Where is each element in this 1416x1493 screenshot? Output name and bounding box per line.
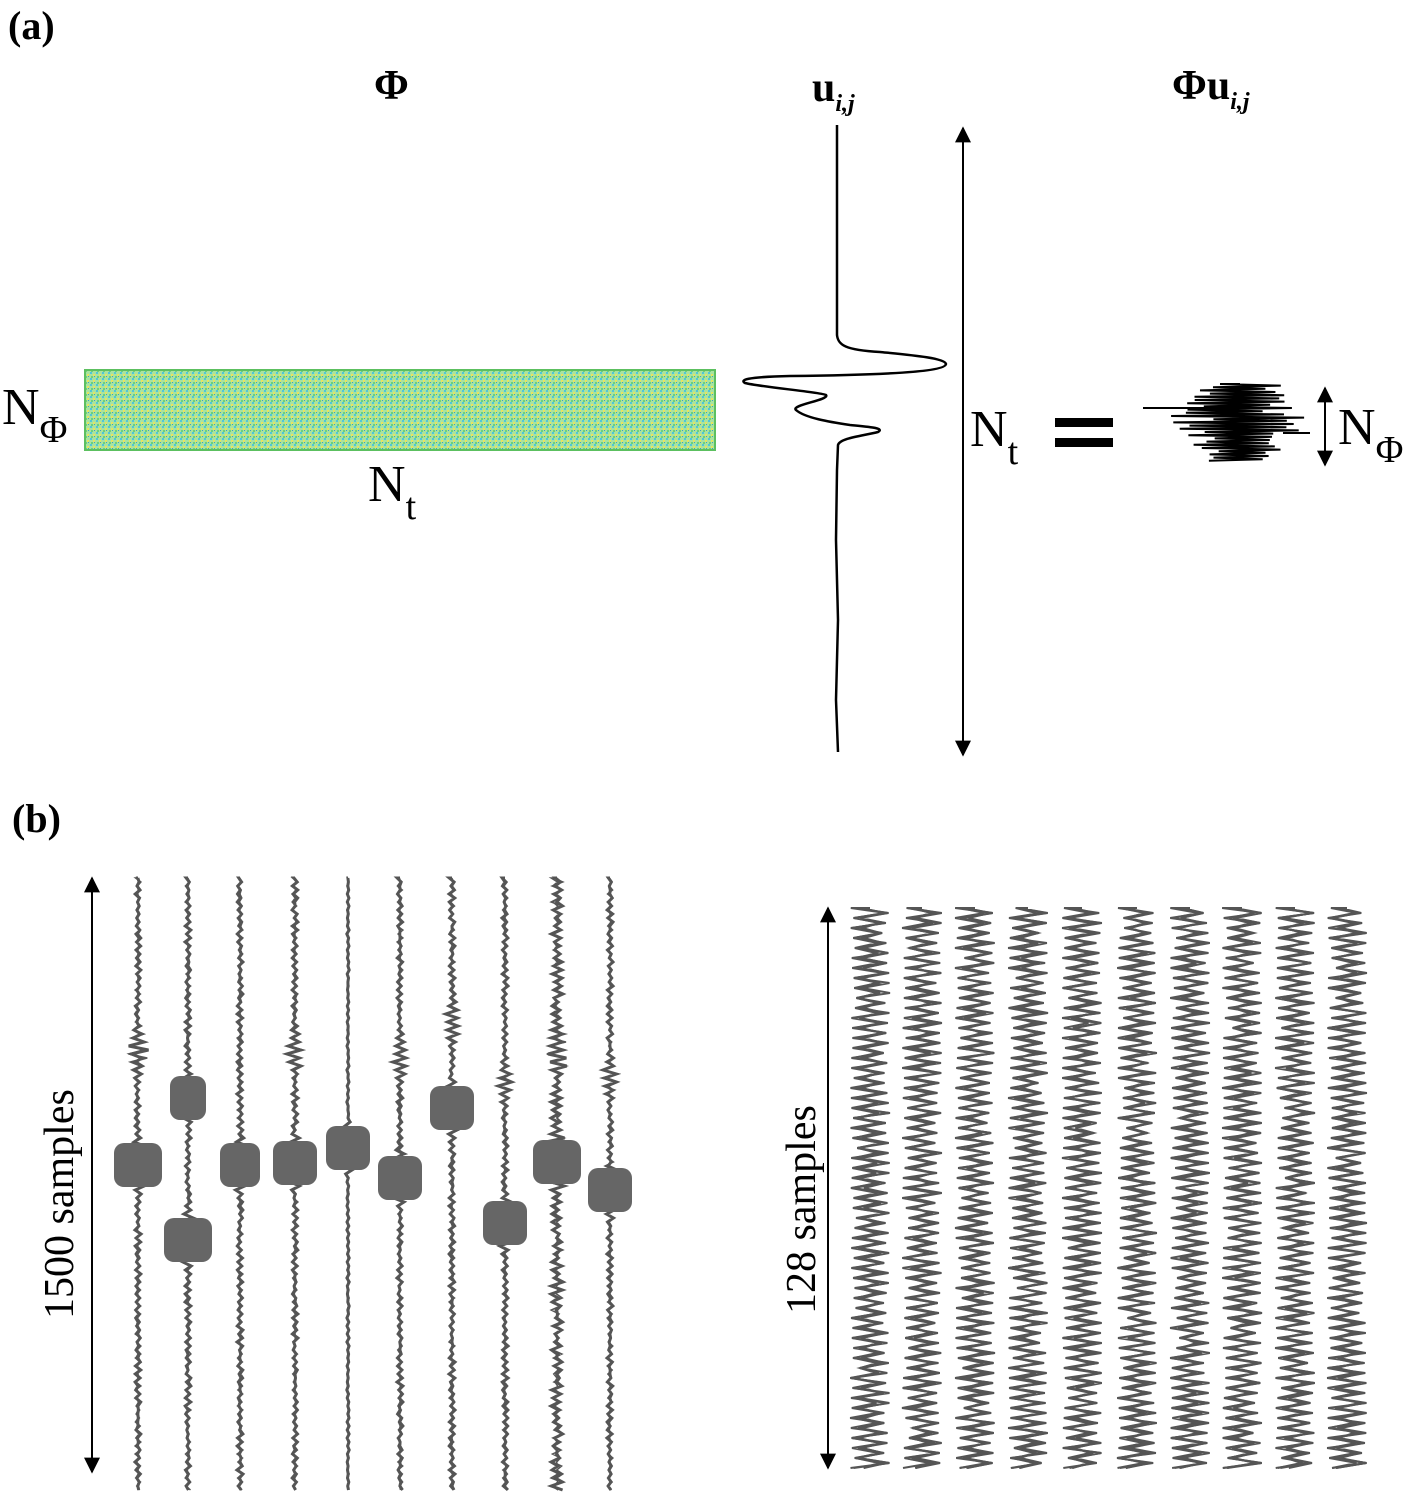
result-length-label: NΦ	[1338, 398, 1403, 471]
phiu-symbol: Φu	[1172, 63, 1231, 109]
trace-line	[438, 877, 464, 1491]
n-letter: N	[2, 379, 40, 436]
event-blob	[114, 1143, 162, 1187]
trace-line	[174, 877, 204, 1491]
t-subscript: t	[1007, 431, 1019, 473]
event-blob	[326, 1126, 370, 1170]
u-vector-title: ui,j	[812, 64, 855, 117]
trace-gather	[533, 876, 581, 1492]
compressed-trace-line	[1007, 907, 1049, 1469]
compressed-trace-gather	[1061, 907, 1103, 1469]
trace-gather	[483, 876, 527, 1492]
n-letter: N	[970, 401, 1008, 458]
trace-line	[335, 876, 366, 1491]
compressed-trace-line	[850, 907, 891, 1469]
event-blob	[483, 1201, 527, 1245]
compressed-trace-gather	[1116, 907, 1158, 1469]
event-blob	[273, 1141, 317, 1185]
compressed-trace-line	[1061, 907, 1103, 1469]
panel-b-label: (b)	[12, 796, 61, 841]
vector-length-label: Nt	[970, 400, 1018, 473]
n-letter: N	[368, 456, 406, 513]
trace-gather	[164, 876, 212, 1491]
u-symbol: u	[812, 65, 836, 111]
compressed-trace-gather	[849, 907, 891, 1469]
event-blob	[533, 1140, 581, 1184]
compressed-trace-gather	[1274, 907, 1316, 1469]
event-blob	[170, 1076, 206, 1120]
compressed-trace-gather	[1326, 907, 1368, 1469]
matrix-cols-label: Nt	[368, 455, 416, 528]
phi-matrix	[84, 369, 716, 451]
signal-trace	[742, 125, 948, 753]
compressed-trace-gather	[1221, 907, 1263, 1469]
compressed-trace-line	[954, 907, 996, 1469]
compressed-trace-line	[1327, 907, 1367, 1469]
compressed-trace-line	[1221, 907, 1262, 1469]
compressed-trace-line	[1170, 907, 1211, 1469]
compressed-trace-gather	[1007, 907, 1049, 1469]
phi-subscript: Φ	[1375, 429, 1404, 471]
equals-sign-bottom	[1055, 438, 1113, 447]
compressed-trace-gather	[1169, 907, 1211, 1469]
event-blob	[164, 1218, 212, 1262]
trace-gather	[588, 876, 632, 1491]
compressed-trace-gather	[954, 907, 996, 1469]
measurement-scribble	[1171, 383, 1305, 462]
trace-gather	[273, 876, 317, 1491]
trace-gather	[430, 876, 474, 1491]
right-trace-groups	[849, 907, 1368, 1469]
event-blob	[220, 1143, 260, 1187]
u-subscript: i,j	[835, 91, 855, 117]
compressed-measurement	[1143, 383, 1310, 462]
left-trace-groups	[114, 876, 632, 1492]
trace-gather	[378, 876, 422, 1491]
trace-line	[491, 877, 520, 1491]
trace-gather	[220, 876, 260, 1491]
phiu-subscript: i,j	[1230, 89, 1250, 115]
compressed-trace-line	[1117, 907, 1157, 1469]
compressed-trace-gather	[901, 907, 943, 1469]
phi-subscript: Φ	[39, 409, 68, 451]
n-letter: N	[1338, 399, 1376, 456]
event-blob	[588, 1168, 632, 1212]
phiu-title: Φui,j	[1172, 62, 1250, 115]
matrix-rows-label: NΦ	[2, 378, 67, 451]
event-blob	[430, 1086, 474, 1130]
trace-line	[334, 877, 363, 1491]
trace-line	[439, 877, 469, 1491]
compressed-trace-line	[1274, 907, 1315, 1469]
event-blob	[378, 1156, 422, 1200]
compressed-trace-line	[902, 907, 942, 1469]
trace-gather	[114, 876, 162, 1491]
t-subscript: t	[405, 486, 417, 528]
phi-matrix-title: Φ	[374, 63, 409, 109]
trace-gather	[326, 876, 370, 1491]
panel-a-label: (a)	[8, 3, 55, 48]
equals-sign-top	[1055, 418, 1113, 427]
